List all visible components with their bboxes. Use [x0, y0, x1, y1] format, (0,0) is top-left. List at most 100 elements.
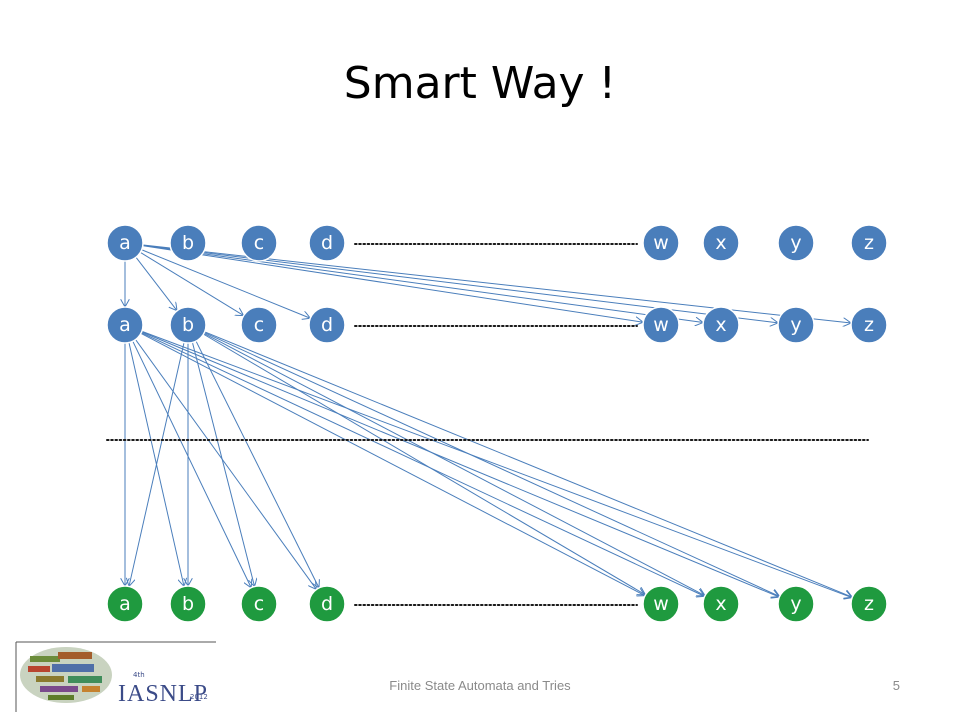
state-circle [850, 585, 888, 623]
state-node-bottom-d: d [308, 585, 346, 623]
state-node-top-w: w [642, 224, 680, 262]
state-circle [642, 585, 680, 623]
state-node-top-d: d [308, 224, 346, 262]
state-node-middle-b: b [169, 306, 207, 344]
state-label: x [715, 232, 726, 254]
state-label: a [119, 593, 131, 615]
state-label: b [182, 314, 194, 336]
state-circle [702, 585, 740, 623]
state-label: x [715, 314, 726, 336]
state-node-top-z: z [850, 224, 888, 262]
state-circle [777, 306, 815, 344]
state-circle [169, 306, 207, 344]
state-label: d [321, 232, 333, 254]
transition-edge [201, 331, 705, 595]
transition-edge [202, 331, 780, 597]
state-node-bottom-w: w [642, 585, 680, 623]
state-label: y [790, 593, 801, 615]
state-node-middle-z: z [850, 306, 888, 344]
state-node-middle-a: a [106, 306, 144, 344]
state-circle [850, 306, 888, 344]
state-circle [169, 585, 207, 623]
state-label: y [790, 232, 801, 254]
state-node-middle-y: y [777, 306, 815, 344]
logo-text: IASNLP [118, 681, 209, 707]
state-circle [169, 224, 207, 262]
state-circle [308, 585, 346, 623]
state-label: w [653, 232, 669, 254]
state-circle [642, 306, 680, 344]
transition-edge [139, 331, 704, 597]
state-label: b [182, 232, 194, 254]
state-node-bottom-x: x [702, 585, 740, 623]
transition-edge [138, 331, 645, 595]
state-label: a [119, 232, 131, 254]
state-circle [240, 306, 278, 344]
state-label: y [790, 314, 801, 336]
logo-edition: 4th [133, 671, 145, 679]
state-circle [308, 306, 346, 344]
state-node-bottom-a: a [106, 585, 144, 623]
state-label: x [715, 593, 726, 615]
state-label: b [182, 593, 194, 615]
state-label: w [653, 314, 669, 336]
state-node-bottom-c: c [240, 585, 278, 623]
state-circle [777, 224, 815, 262]
state-label: d [321, 314, 333, 336]
page-number: 5 [892, 678, 900, 693]
logo-year: 2012 [190, 693, 208, 701]
transition-edge [131, 339, 251, 587]
state-circle [240, 585, 278, 623]
state-label: c [254, 314, 264, 336]
transition-edge [201, 332, 646, 595]
state-node-bottom-z: z [850, 585, 888, 623]
state-node-bottom-y: y [777, 585, 815, 623]
state-circle [240, 224, 278, 262]
state-label: z [864, 593, 874, 615]
state-node-top-x: x [702, 224, 740, 262]
transition-edge [129, 340, 185, 587]
state-circle [308, 224, 346, 262]
state-label: c [254, 593, 264, 615]
state-circle [850, 224, 888, 262]
state-label: a [119, 314, 131, 336]
state-circle [702, 306, 740, 344]
transition-edge [194, 339, 319, 588]
transition-edge [140, 244, 703, 322]
transition-edge [138, 250, 244, 315]
state-node-top-y: y [777, 224, 815, 262]
transition-edge [134, 255, 177, 311]
ellipsis-layer [106, 243, 869, 606]
state-node-bottom-b: b [169, 585, 207, 623]
state-node-top-c: c [240, 224, 278, 262]
state-circle [777, 585, 815, 623]
state-label: w [653, 593, 669, 615]
state-node-middle-d: d [308, 306, 346, 344]
slide-title: Smart Way ! [343, 58, 617, 109]
state-label: z [864, 314, 874, 336]
state-node-middle-w: w [642, 306, 680, 344]
state-circle [106, 224, 144, 262]
state-circle [702, 224, 740, 262]
state-node-top-a: a [106, 224, 144, 262]
transition-edge [202, 330, 853, 597]
state-node-middle-c: c [240, 306, 278, 344]
state-circle [106, 585, 144, 623]
slide-footer: Finite State Automata and Tries [389, 678, 571, 693]
transition-edge [133, 337, 316, 589]
state-label: z [864, 232, 874, 254]
transition-edge [139, 330, 852, 598]
transition-edge [139, 330, 780, 597]
transition-edge [140, 244, 643, 322]
word-cloud-icon [20, 647, 112, 703]
nodes-layer: a b c d w x y z a b c d w x y z a b c d w x y z [106, 224, 888, 623]
state-node-top-b: b [169, 224, 207, 262]
state-label: c [254, 232, 264, 254]
transition-edge [191, 340, 255, 587]
state-label: d [321, 593, 333, 615]
state-circle [642, 224, 680, 262]
transition-edge [139, 248, 310, 318]
state-circle [106, 306, 144, 344]
